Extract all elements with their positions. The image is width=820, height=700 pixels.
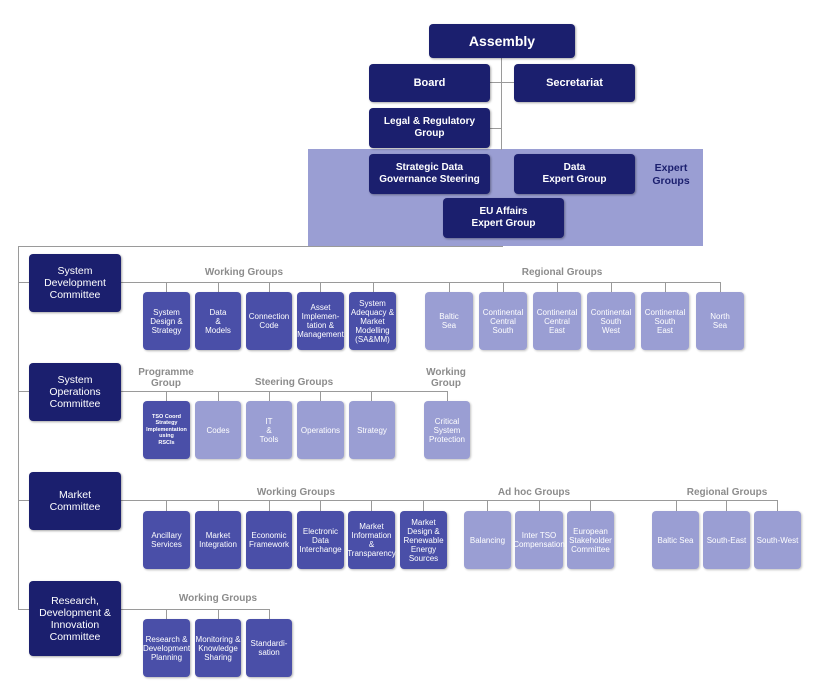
legal-regulatory-box[interactable]: Legal & Regulatory Group: [369, 108, 490, 148]
connector-soc-drop: [320, 391, 321, 401]
connector-soc-drop: [447, 391, 448, 401]
connector-legal: [490, 128, 502, 129]
soc-box[interactable]: System Operations Committee: [29, 363, 121, 421]
connector-rdic-drop: [218, 609, 219, 619]
soc-wg-critical-system-protection[interactable]: Critical System Protection: [424, 401, 470, 459]
sdc-rg-continental-central-east[interactable]: Continental Central East: [533, 292, 581, 350]
connector-mc-drop: [218, 500, 219, 511]
sdc-wg-system-adequacy[interactable]: System Adequacy & Market Modelling (SA&M…: [349, 292, 396, 350]
soc-sg-operations[interactable]: Operations: [297, 401, 344, 459]
mc-wg-economic-framework[interactable]: Economic Framework: [246, 511, 292, 569]
sdc-regional-groups-label: Regional Groups: [521, 267, 603, 278]
connector-mc-drop: [423, 500, 424, 511]
rdic-wg-research-development-planning[interactable]: Research & Development Planning: [143, 619, 190, 677]
connector-rdic-drop: [269, 609, 270, 619]
board-box[interactable]: Board: [369, 64, 490, 102]
data-expert-box[interactable]: Data Expert Group: [514, 154, 635, 194]
connector-sdc-drop: [611, 282, 612, 292]
soc-programme-tso-coord[interactable]: TSO Coord Strategy Implementation using …: [143, 401, 190, 459]
mc-ahg-european-stakeholder[interactable]: European Stakeholder Committee: [567, 511, 614, 569]
mc-adhoc-groups-label: Ad hoc Groups: [497, 487, 571, 498]
soc-sg-codes[interactable]: Codes: [195, 401, 241, 459]
sdc-working-groups-label: Working Groups: [204, 267, 284, 278]
sdc-rg-continental-central-south[interactable]: Continental Central South: [479, 292, 527, 350]
connector-mc-drop: [269, 500, 270, 511]
sdc-wg-system-design[interactable]: System Design & Strategy: [143, 292, 190, 350]
connector-sdc-bus: [121, 282, 721, 283]
connector-sdc-drop: [166, 282, 167, 292]
connector-sdc-drop: [449, 282, 450, 292]
connector-mc-drop: [320, 500, 321, 511]
connector-main-horizontal: [18, 246, 503, 247]
sdc-rg-continental-south-east[interactable]: Continental South East: [641, 292, 689, 350]
mc-rg-baltic-sea[interactable]: Baltic Sea: [652, 511, 699, 569]
soc-sg-strategy[interactable]: Strategy: [349, 401, 395, 459]
connector-soc-drop: [269, 391, 270, 401]
mc-box[interactable]: Market Committee: [29, 472, 121, 530]
connector-sdc-drop: [557, 282, 558, 292]
connector-board: [490, 82, 514, 83]
connector-mc-bus: [121, 500, 778, 501]
connector-sdc-drop: [373, 282, 374, 292]
mc-ahg-inter-tso-compensation[interactable]: Inter TSO Compensation: [513, 511, 565, 569]
secretariat-box[interactable]: Secretariat: [514, 64, 635, 102]
connector-sdc: [18, 282, 29, 283]
connector-spine-top: [501, 58, 502, 150]
connector-mc: [18, 500, 29, 501]
mc-regional-groups-label: Regional Groups: [686, 487, 768, 498]
mc-working-groups-label: Working Groups: [256, 487, 336, 498]
connector-rdic: [18, 609, 29, 610]
eu-affairs-box[interactable]: EU Affairs Expert Group: [443, 198, 564, 238]
connector-soc: [18, 391, 29, 392]
connector-mc-drop: [590, 500, 591, 511]
rdic-box[interactable]: Research, Development & Innovation Commi…: [29, 581, 121, 656]
mc-ahg-balancing[interactable]: Balancing: [464, 511, 511, 569]
mc-wg-market-integration[interactable]: Market Integration: [195, 511, 241, 569]
connector-mc-drop: [371, 500, 372, 511]
soc-programme-group-label: Programme Group: [138, 367, 194, 389]
sdc-box[interactable]: System Development Committee: [29, 254, 121, 312]
connector-main-vertical: [18, 246, 19, 610]
mc-wg-ancillary-services[interactable]: Ancillary Services: [143, 511, 190, 569]
soc-working-group-label: Working Group: [426, 367, 466, 389]
rdic-wg-monitoring-knowledge-sharing[interactable]: Monitoring & Knowledge Sharing: [195, 619, 241, 677]
sdc-wg-data-models[interactable]: Data & Models: [195, 292, 241, 350]
mc-wg-electronic-data-interchange[interactable]: Electronic Data Interchange: [297, 511, 344, 569]
mc-rg-south-west[interactable]: South-West: [754, 511, 801, 569]
connector-mc-drop: [777, 500, 778, 511]
connector-mc-drop: [166, 500, 167, 511]
soc-steering-groups-label: Steering Groups: [254, 377, 334, 388]
rdic-wg-standardisation[interactable]: Standardi- sation: [246, 619, 292, 677]
mc-wg-market-information[interactable]: Market Information & Transparency: [347, 511, 396, 569]
mc-wg-market-design-res[interactable]: Market Design & Renewable Energy Sources: [400, 511, 447, 569]
connector-mc-drop: [487, 500, 488, 511]
connector-sdc-drop: [503, 282, 504, 292]
rdic-working-groups-label: Working Groups: [178, 593, 258, 604]
connector-sdc-drop: [665, 282, 666, 292]
mc-rg-south-east[interactable]: South-East: [703, 511, 750, 569]
connector-sdc-drop: [320, 282, 321, 292]
sdc-wg-connection-code[interactable]: Connection Code: [246, 292, 292, 350]
connector-soc-drop: [166, 391, 167, 401]
connector-mc-drop: [726, 500, 727, 511]
sdc-wg-asset-implementation[interactable]: Asset Implemen- tation & Management: [297, 292, 344, 350]
connector-sdc-drop: [269, 282, 270, 292]
connector-rdic-bus: [121, 609, 270, 610]
connector-soc-drop: [218, 391, 219, 401]
soc-sg-it-tools[interactable]: IT & Tools: [246, 401, 292, 459]
connector-soc-drop: [371, 391, 372, 401]
connector-mc-drop: [676, 500, 677, 511]
strategic-data-box[interactable]: Strategic Data Governance Steering: [369, 154, 490, 194]
connector-sdc-drop: [218, 282, 219, 292]
connector-sdc-drop: [720, 282, 721, 292]
connector-mc-drop: [539, 500, 540, 511]
sdc-rg-baltic-sea[interactable]: Baltic Sea: [425, 292, 473, 350]
expert-groups-label: Expert Groups: [652, 162, 690, 187]
connector-soc-bus: [121, 391, 448, 392]
sdc-rg-continental-south-west[interactable]: Continental South West: [587, 292, 635, 350]
sdc-rg-north-sea[interactable]: North Sea: [696, 292, 744, 350]
assembly-box[interactable]: Assembly: [429, 24, 575, 58]
connector-rdic-drop: [166, 609, 167, 619]
